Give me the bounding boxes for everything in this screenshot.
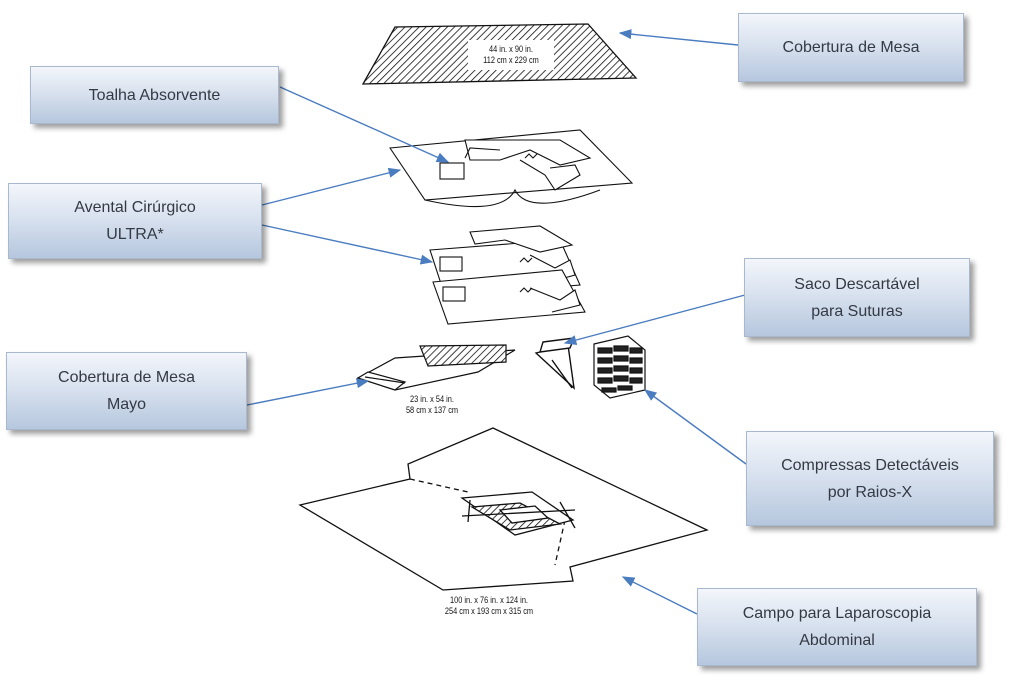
label-line: Cobertura de Mesa — [58, 369, 195, 386]
laparoscopy-drape-illustration — [298, 427, 709, 591]
label-campo-laparoscopia: Campo para Laparoscopia Abdominal — [697, 588, 977, 666]
label-avental-cirurgico: Avental Cirúrgico ULTRA* — [8, 183, 262, 259]
arrow-cobertura-mesa — [618, 29, 739, 46]
towel-shape — [439, 162, 465, 180]
label-line: Avental Cirúrgico — [74, 199, 196, 216]
arrow-toalha — [279, 86, 450, 163]
label-line: Mayo — [106, 396, 147, 413]
folded-gowns-illustration — [429, 225, 586, 325]
dimension-mayo-imperial: 23 in. x 54 in. — [410, 394, 454, 404]
label-line: ULTRA* — [106, 226, 164, 243]
unfolded-gown-illustration — [389, 129, 634, 208]
arrow-campo — [621, 576, 698, 615]
dimension-mesa-metric: 112 cm x 229 cm — [483, 55, 539, 65]
dimension-mayo: 23 in. x 54 in. 58 cm x 137 cm — [391, 394, 473, 416]
label-line: Cobertura de Mesa — [782, 39, 920, 56]
arrow-avental-1 — [261, 167, 402, 206]
label-line: Campo para Laparoscopia — [742, 605, 932, 622]
label-line: Toalha Absorvente — [88, 86, 221, 104]
dimension-mayo-metric: 58 cm x 137 cm — [405, 405, 459, 415]
label-toalha-absorvente: Toalha Absorvente — [30, 66, 279, 124]
table-cover-illustration — [361, 23, 638, 85]
label-line: por Raios-X — [827, 483, 913, 501]
label-line: Compressas Detectáveis — [781, 456, 959, 474]
label-saco-descartavel: Saco Descartável para Suturas — [744, 258, 970, 337]
dimension-mesa-imperial: 44 in. x 90 in. — [489, 44, 533, 54]
arrow-avental-2 — [261, 224, 434, 265]
dimension-campo-metric: 254 cm x 193 cm x 315 cm — [444, 606, 534, 616]
label-line: para Suturas — [811, 302, 903, 320]
arrow-mayo — [246, 378, 370, 406]
suture-bag-illustration — [534, 337, 576, 390]
arrow-saco — [563, 294, 746, 345]
dimension-mesa: 44 in. x 90 in. 112 cm x 229 cm — [471, 44, 551, 66]
mayo-cover-illustration — [356, 344, 516, 391]
xray-sponges-illustration — [593, 335, 646, 399]
dimension-campo-imperial: 100 in. x 76 in. x 124 in. — [450, 595, 528, 605]
label-cobertura-mesa: Cobertura de Mesa — [738, 13, 964, 82]
label-line: Saco Descartável — [794, 275, 920, 293]
dimension-campo: 100 in. x 76 in. x 124 in. 254 cm x 193 … — [411, 595, 567, 617]
label-cobertura-mesa-mayo: Cobertura de Mesa Mayo — [6, 352, 247, 430]
label-compressas: Compressas Detectáveis por Raios-X — [746, 431, 994, 526]
callout-arrows — [246, 29, 747, 615]
label-line: Abdominal — [799, 632, 875, 649]
arrow-compressas — [643, 389, 747, 465]
